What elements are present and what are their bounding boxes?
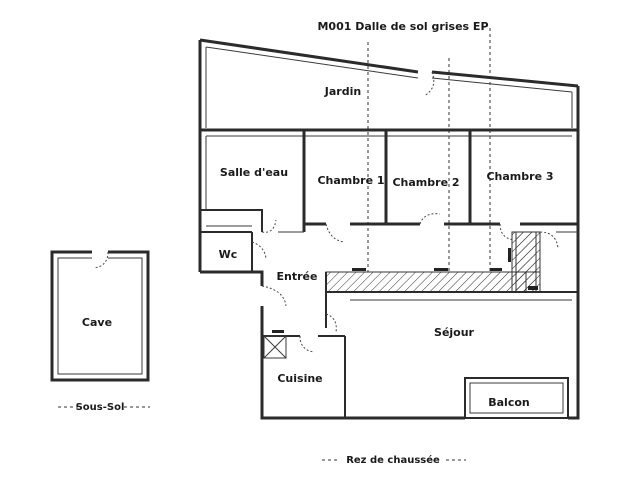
door-swing-chambre2 xyxy=(419,213,441,225)
door-swing-salle xyxy=(261,219,277,233)
room-label-cave: Cave xyxy=(82,316,112,329)
outer-walls xyxy=(198,38,580,420)
room-label-salle-deau: Salle d'eau xyxy=(220,166,288,179)
bedroom-walls xyxy=(200,128,578,233)
door-swing-chambre1 xyxy=(325,223,345,243)
cave-room xyxy=(50,250,150,382)
plan-title: M001 Dalle de sol grises EP xyxy=(317,20,488,33)
wc-walls xyxy=(200,225,253,272)
leader-lines xyxy=(367,28,491,272)
door-swing-wc xyxy=(251,241,267,259)
door-swing-sejour xyxy=(325,313,337,333)
room-label-chambre1: Chambre 1 xyxy=(317,174,384,187)
level-label-rez: Rez de chaussée xyxy=(346,454,440,466)
hatched-corridor xyxy=(325,231,541,293)
cuisine-walls xyxy=(261,306,345,359)
door-swing-entree xyxy=(261,285,287,307)
sejour-walls xyxy=(325,272,578,418)
room-label-sejour: Séjour xyxy=(434,326,475,339)
balcon-walls xyxy=(464,377,569,419)
garden-door-swing xyxy=(423,71,435,97)
door-swing-cuisine xyxy=(299,335,315,353)
room-label-chambre2: Chambre 2 xyxy=(392,176,459,189)
room-label-balcon: Balcon xyxy=(488,396,530,409)
room-label-wc: Wc xyxy=(219,248,238,261)
room-label-entree: Entrée xyxy=(277,270,318,283)
room-label-chambre3: Chambre 3 xyxy=(486,170,553,183)
level-label-sous-sol: Sous-Sol xyxy=(76,402,125,413)
room-label-jardin: Jardin xyxy=(324,85,361,98)
room-label-cuisine: Cuisine xyxy=(277,372,322,385)
door-swing-corridor xyxy=(539,231,559,249)
